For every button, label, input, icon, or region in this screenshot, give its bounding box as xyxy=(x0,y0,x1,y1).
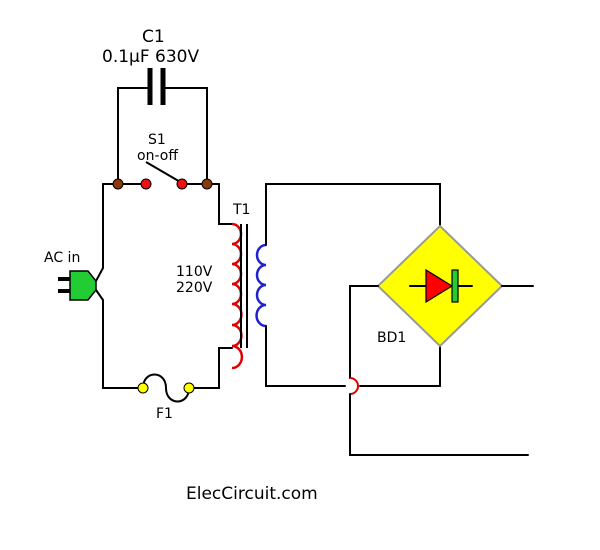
switch-terminal-1 xyxy=(112,178,124,190)
capacitor-c1 xyxy=(117,68,208,184)
c1-name-label: C1 xyxy=(142,27,165,47)
plug-body xyxy=(69,270,97,301)
bridge-negative-output xyxy=(349,393,529,456)
ac-plug-icon xyxy=(58,267,104,301)
switch-lever xyxy=(145,161,183,184)
watermark-text: ElecCircuit.com xyxy=(186,484,318,504)
c1-wire-left xyxy=(117,87,149,184)
voltage-label-1: 110V xyxy=(176,264,213,280)
fuse-element xyxy=(142,373,190,403)
fuse-end-right xyxy=(183,382,195,394)
c1-value-label: 0.1µF 630V xyxy=(102,47,199,67)
diode-bar xyxy=(451,269,459,303)
switch-terminal-2 xyxy=(201,178,213,190)
ac-in-label: AC in xyxy=(44,250,80,266)
transformer-symbol xyxy=(231,222,267,370)
plug-lead-top xyxy=(95,267,104,282)
voltage-label-2: 220V xyxy=(176,280,213,296)
primary-bottom-lead xyxy=(188,347,233,389)
fuse-end-left xyxy=(137,382,149,394)
secondary-coil xyxy=(255,243,267,328)
plug-prong-bottom xyxy=(58,289,72,293)
primary-top-lead xyxy=(218,183,233,225)
secondary-bottom-wire xyxy=(265,325,346,387)
secondary-top-wire xyxy=(265,183,441,246)
s1-desc-label: on-off xyxy=(137,148,178,164)
f1-name-label: F1 xyxy=(156,406,173,422)
t1-name-label: T1 xyxy=(232,202,250,218)
wire-crossover-hop xyxy=(349,377,359,395)
s1-name-label: S1 xyxy=(148,132,166,148)
bd1-name-label: BD1 xyxy=(377,330,406,346)
plug-prong-top xyxy=(58,277,72,281)
switch-contact-2 xyxy=(176,178,188,190)
bridge-rectifier-symbol xyxy=(376,224,504,348)
bridge-negative-wire xyxy=(349,285,379,379)
plug-lead-bottom xyxy=(95,289,104,301)
switch-s1 xyxy=(102,161,220,190)
c1-wire-right xyxy=(164,87,208,184)
diode-triangle xyxy=(425,268,454,304)
switch-contact-1 xyxy=(140,178,152,190)
fuse-symbol xyxy=(137,373,195,403)
left-wire-bottom xyxy=(102,299,144,389)
